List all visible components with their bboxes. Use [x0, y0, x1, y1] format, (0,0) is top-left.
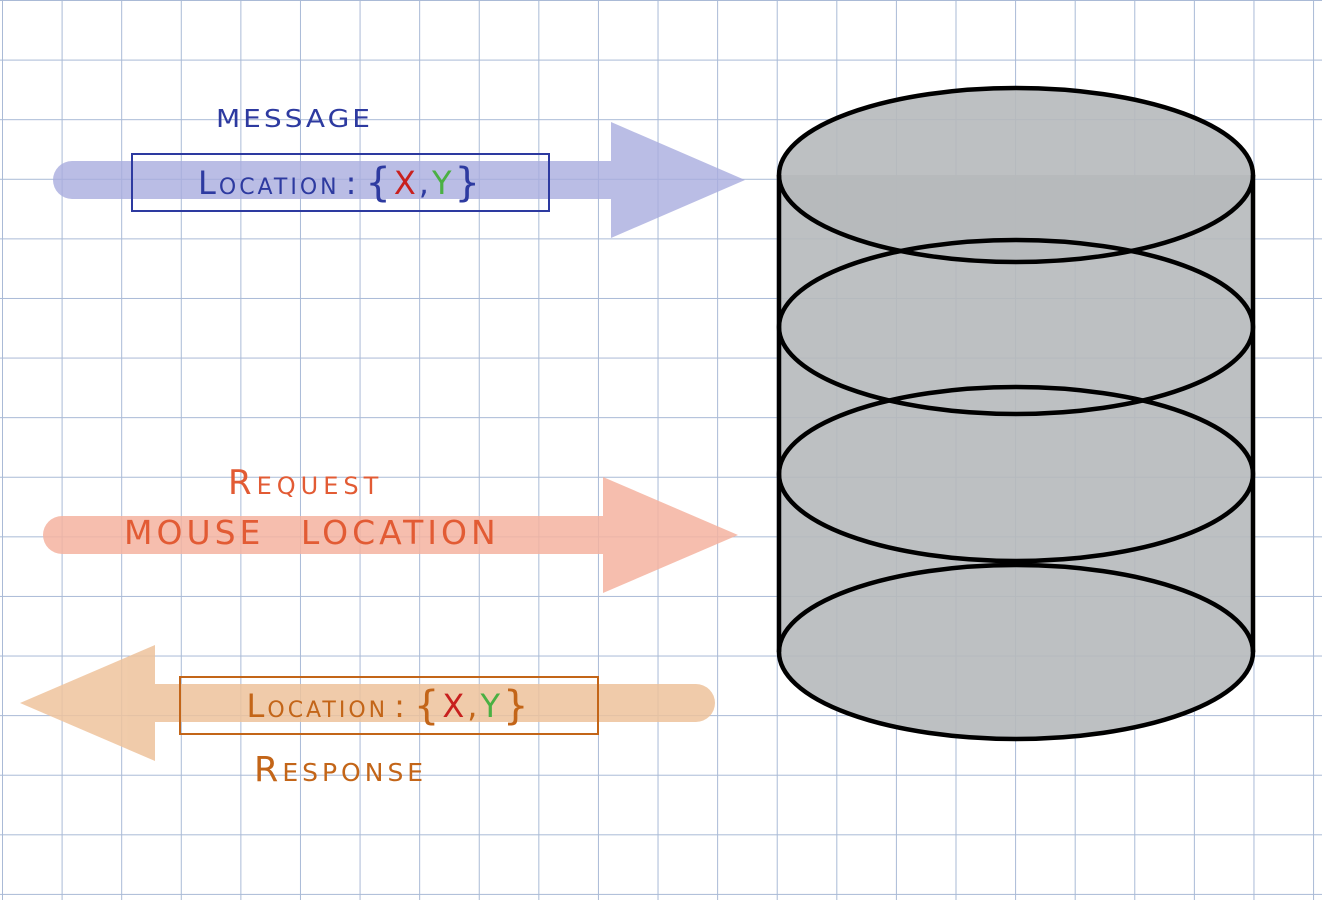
request-heading: Request — [228, 463, 384, 503]
response-x-value: X — [442, 686, 468, 725]
response-y-value: Y — [480, 686, 503, 725]
response-arrow — [20, 645, 715, 761]
response-location-box: Location : { X , Y } — [179, 676, 599, 735]
message-separator: : — [345, 163, 360, 202]
response-heading: Response — [254, 750, 428, 790]
response-close-brace: } — [502, 682, 532, 729]
database-cylinder-icon — [776, 85, 1256, 742]
message-comma: , — [418, 163, 432, 202]
response-location-label: Location — [246, 686, 389, 725]
message-arrow — [53, 122, 745, 238]
message-heading: MESSAGE — [216, 103, 373, 134]
response-open-brace: { — [413, 682, 443, 729]
message-open-brace: { — [365, 159, 394, 206]
response-separator: : — [394, 686, 408, 725]
message-location-box: Location : { X , Y } — [131, 153, 550, 212]
message-location-label: Location — [198, 163, 340, 202]
request-text: MOUSE LOCATION — [124, 513, 500, 552]
response-comma: , — [467, 686, 481, 725]
message-close-brace: } — [454, 159, 483, 206]
message-x-value: X — [393, 163, 419, 202]
request-arrow — [43, 477, 738, 593]
message-y-value: Y — [431, 163, 455, 202]
